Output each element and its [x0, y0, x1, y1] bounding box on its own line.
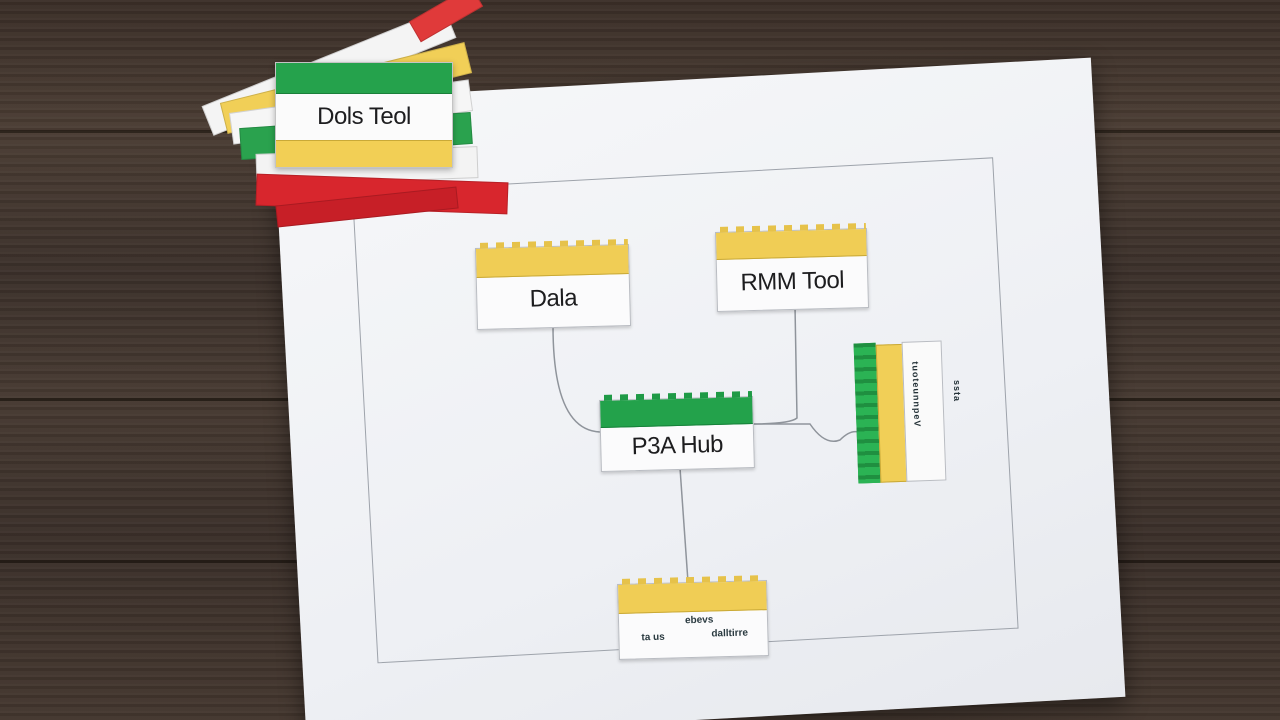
connector-rmm-hub	[749, 305, 798, 425]
block-bottom-line1: ebevs	[684, 614, 714, 627]
block-hub-label: P3A Hub	[631, 430, 724, 461]
block-side-white-face	[901, 340, 947, 482]
block-color-strip	[475, 245, 629, 278]
block-color-strip	[716, 229, 867, 260]
block-hub: P3A Hub	[599, 391, 755, 473]
block-bottom: ebevs dalltirre ta us	[617, 575, 769, 660]
stack-top-yellow-strip	[276, 140, 452, 167]
block-color-strip	[618, 581, 767, 614]
block-rmm-label: RMM Tool	[740, 266, 845, 297]
stack-top-label: Dols Teol	[317, 103, 411, 130]
connector-hub-bottom	[679, 467, 689, 583]
block-data-label: Dala	[529, 284, 578, 313]
block-rmm-tool: RMM Tool	[714, 223, 870, 312]
side-block-note: ssta	[952, 380, 962, 403]
block-color-strip	[600, 397, 753, 428]
connector-hub-side	[750, 423, 859, 442]
stack-top-green-strip	[276, 63, 452, 94]
block-bottom-left: ta us	[641, 631, 665, 644]
block-bottom-line2: dalltirre	[711, 627, 749, 640]
block-side-vertical: tuoteunnpeV	[853, 340, 947, 484]
stack-top-brick: Dols Teol	[275, 62, 453, 168]
connector-data-hub	[552, 325, 601, 433]
block-data: Dala	[474, 239, 632, 331]
